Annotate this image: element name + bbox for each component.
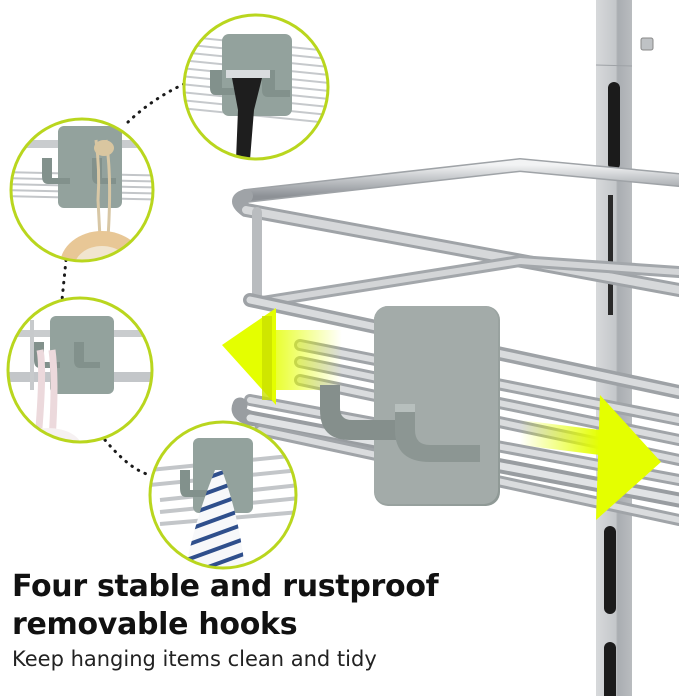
headline-line-1: Four stable and rustproof — [12, 569, 439, 604]
right-arrow — [520, 395, 661, 520]
towel-hook-callout — [148, 420, 298, 570]
subheadline: Keep hanging items clean and tidy — [12, 647, 377, 671]
left-arrow — [222, 308, 342, 405]
vertical-pole — [595, 0, 654, 696]
upper-rail-frame — [232, 157, 679, 308]
dotted-connector — [60, 82, 186, 477]
razor-hook-callout — [182, 13, 330, 161]
headline-line-2: removable hooks — [12, 607, 298, 642]
main-hook — [320, 306, 500, 506]
rope-hook-callout — [6, 296, 154, 444]
loofah-rope-hook-callout — [9, 117, 155, 263]
headline: Four stable and rustproof removable hook… — [12, 568, 439, 644]
